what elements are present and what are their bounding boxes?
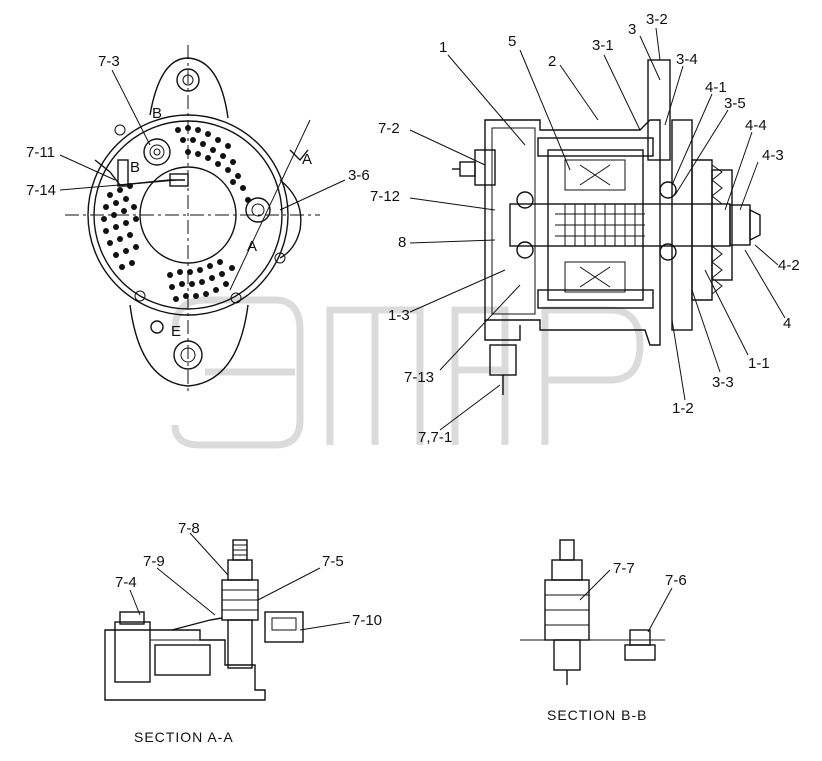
label-3-6: 3-6 xyxy=(348,167,370,184)
label-b-lower: B xyxy=(130,159,140,176)
label-a-lower: A xyxy=(247,238,257,255)
vent-holes xyxy=(101,125,251,302)
label-7-9: 7-9 xyxy=(143,553,165,570)
label-b-upper: B xyxy=(152,105,162,122)
label-3: 3 xyxy=(628,21,636,38)
label-7-5: 7-5 xyxy=(322,553,344,570)
label-5: 5 xyxy=(508,33,516,50)
label-4-2: 4-2 xyxy=(778,257,800,274)
label-4-1: 4-1 xyxy=(705,79,727,96)
label-7-7: 7-7 xyxy=(613,560,635,577)
label-1: 1 xyxy=(439,39,447,56)
label-7-14: 7-14 xyxy=(26,182,56,199)
label-1-2: 1-2 xyxy=(672,400,694,417)
label-3-4: 3-4 xyxy=(676,51,698,68)
label-2: 2 xyxy=(548,53,556,70)
section-a-a: 7-8 7-9 7-5 7-4 7-10 SECTION A-A xyxy=(104,520,382,745)
label-7-12: 7-12 xyxy=(370,188,400,205)
label-1-1: 1-1 xyxy=(748,355,770,372)
label-4-4: 4-4 xyxy=(745,117,767,134)
label-7-8: 7-8 xyxy=(178,520,200,537)
rear-view: 7-3 B B 7-11 7-14 A A 3-6 E xyxy=(26,45,370,395)
label-3-1: 3-1 xyxy=(592,37,614,54)
label-7-11: 7-11 xyxy=(26,144,55,161)
label-7-10: 7-10 xyxy=(352,612,382,629)
caption-section-b-b: SECTION B-B xyxy=(547,707,647,723)
label-3-5: 3-5 xyxy=(724,95,746,112)
caption-section-a-a: SECTION A-A xyxy=(134,729,234,745)
label-e: E xyxy=(171,323,181,340)
label-7-3: 7-3 xyxy=(98,53,120,70)
section-b-b: 7-7 7-6 SECTION B-B xyxy=(520,539,687,723)
label-a-upper: A xyxy=(302,151,312,168)
label-7-2: 7-2 xyxy=(378,120,400,137)
label-7-4: 7-4 xyxy=(115,574,137,591)
label-4-3: 4-3 xyxy=(762,147,784,164)
label-4: 4 xyxy=(783,315,791,332)
label-7-7-1: 7,7-1 xyxy=(418,429,452,446)
cross-section-view: 1 5 2 3-1 3 3-2 3-4 4-1 3-5 4-4 4-3 7-2 … xyxy=(370,11,800,446)
label-8: 8 xyxy=(398,234,406,251)
label-1-3: 1-3 xyxy=(388,307,410,324)
label-7-13: 7-13 xyxy=(404,369,434,386)
label-7-6: 7-6 xyxy=(665,572,687,589)
label-3-3: 3-3 xyxy=(712,374,734,391)
label-3-2: 3-2 xyxy=(646,11,668,28)
